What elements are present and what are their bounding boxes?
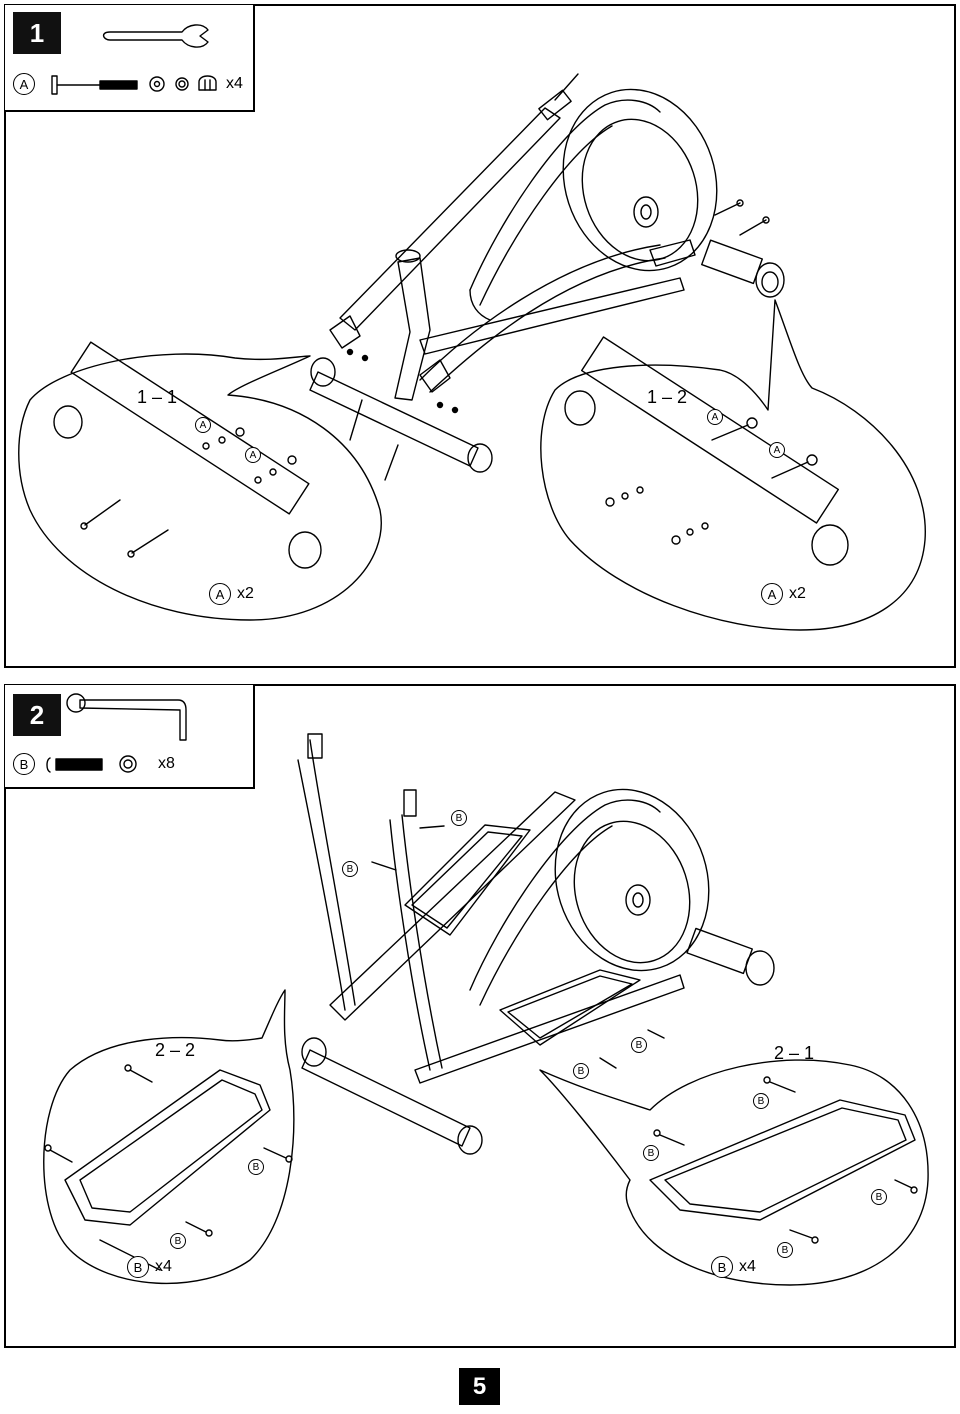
callout-b: B [777, 1242, 793, 1258]
bolt-b-icon [46, 757, 103, 773]
detail-2-1-part-badge: B [711, 1256, 733, 1278]
elliptical-frame-step2 [297, 733, 775, 1155]
detail-1-1-part-badge: A [209, 583, 231, 605]
part-b-badge: B [13, 753, 35, 775]
detail-bubble-1-1 [18, 341, 382, 621]
callout-b: B [248, 1159, 264, 1175]
callout-b: B [342, 861, 358, 877]
detail-1-2-quantity: x2 [789, 585, 806, 602]
callout-a: A [245, 447, 261, 463]
callout-b: B [871, 1189, 887, 1205]
callout-b: B [631, 1037, 647, 1053]
washer-icon [149, 76, 165, 92]
detail-2-2-part-badge: B [127, 1256, 149, 1278]
step-1-panel [4, 4, 956, 668]
detail-label-2-2: 2 – 2 [155, 1040, 196, 1060]
step-1-number: 1 [13, 12, 61, 54]
detail-bubble-2-1 [539, 1059, 929, 1286]
washer-b-icon [119, 755, 137, 773]
detail-bubble-2-2 [43, 989, 295, 1285]
hex-key-icon [66, 693, 187, 741]
callout-b: B [170, 1233, 186, 1249]
detail-2-2-quantity: x4 [155, 1258, 172, 1275]
wrench-icon [102, 24, 209, 48]
bolt-a-icon [51, 75, 138, 95]
callout-b: B [573, 1063, 589, 1079]
detail-label-1-2: 1 – 2 [647, 387, 688, 407]
callout-a: A [707, 409, 723, 425]
page-number: 5 [459, 1368, 500, 1405]
part-a-quantity: x4 [226, 75, 243, 92]
detail-1-2-part-badge: A [761, 583, 783, 605]
callout-a: A [769, 442, 785, 458]
step-2-number: 2 [13, 694, 61, 736]
elliptical-frame-step1 [309, 73, 785, 481]
detail-1-1-quantity: x2 [237, 585, 254, 602]
cap-nut-icon [198, 75, 217, 91]
detail-2-1-quantity: x4 [739, 1258, 756, 1275]
callout-b: B [753, 1093, 769, 1109]
spring-washer-icon [175, 77, 189, 91]
step-2-panel [4, 684, 956, 1348]
callout-a: A [195, 417, 211, 433]
part-b-quantity: x8 [158, 755, 175, 772]
callout-b: B [451, 810, 467, 826]
detail-bubble-1-2 [540, 299, 926, 631]
part-a-badge: A [13, 73, 35, 95]
callout-b: B [643, 1145, 659, 1161]
detail-label-1-1: 1 – 1 [137, 387, 178, 407]
detail-label-2-1: 2 – 1 [774, 1043, 815, 1063]
